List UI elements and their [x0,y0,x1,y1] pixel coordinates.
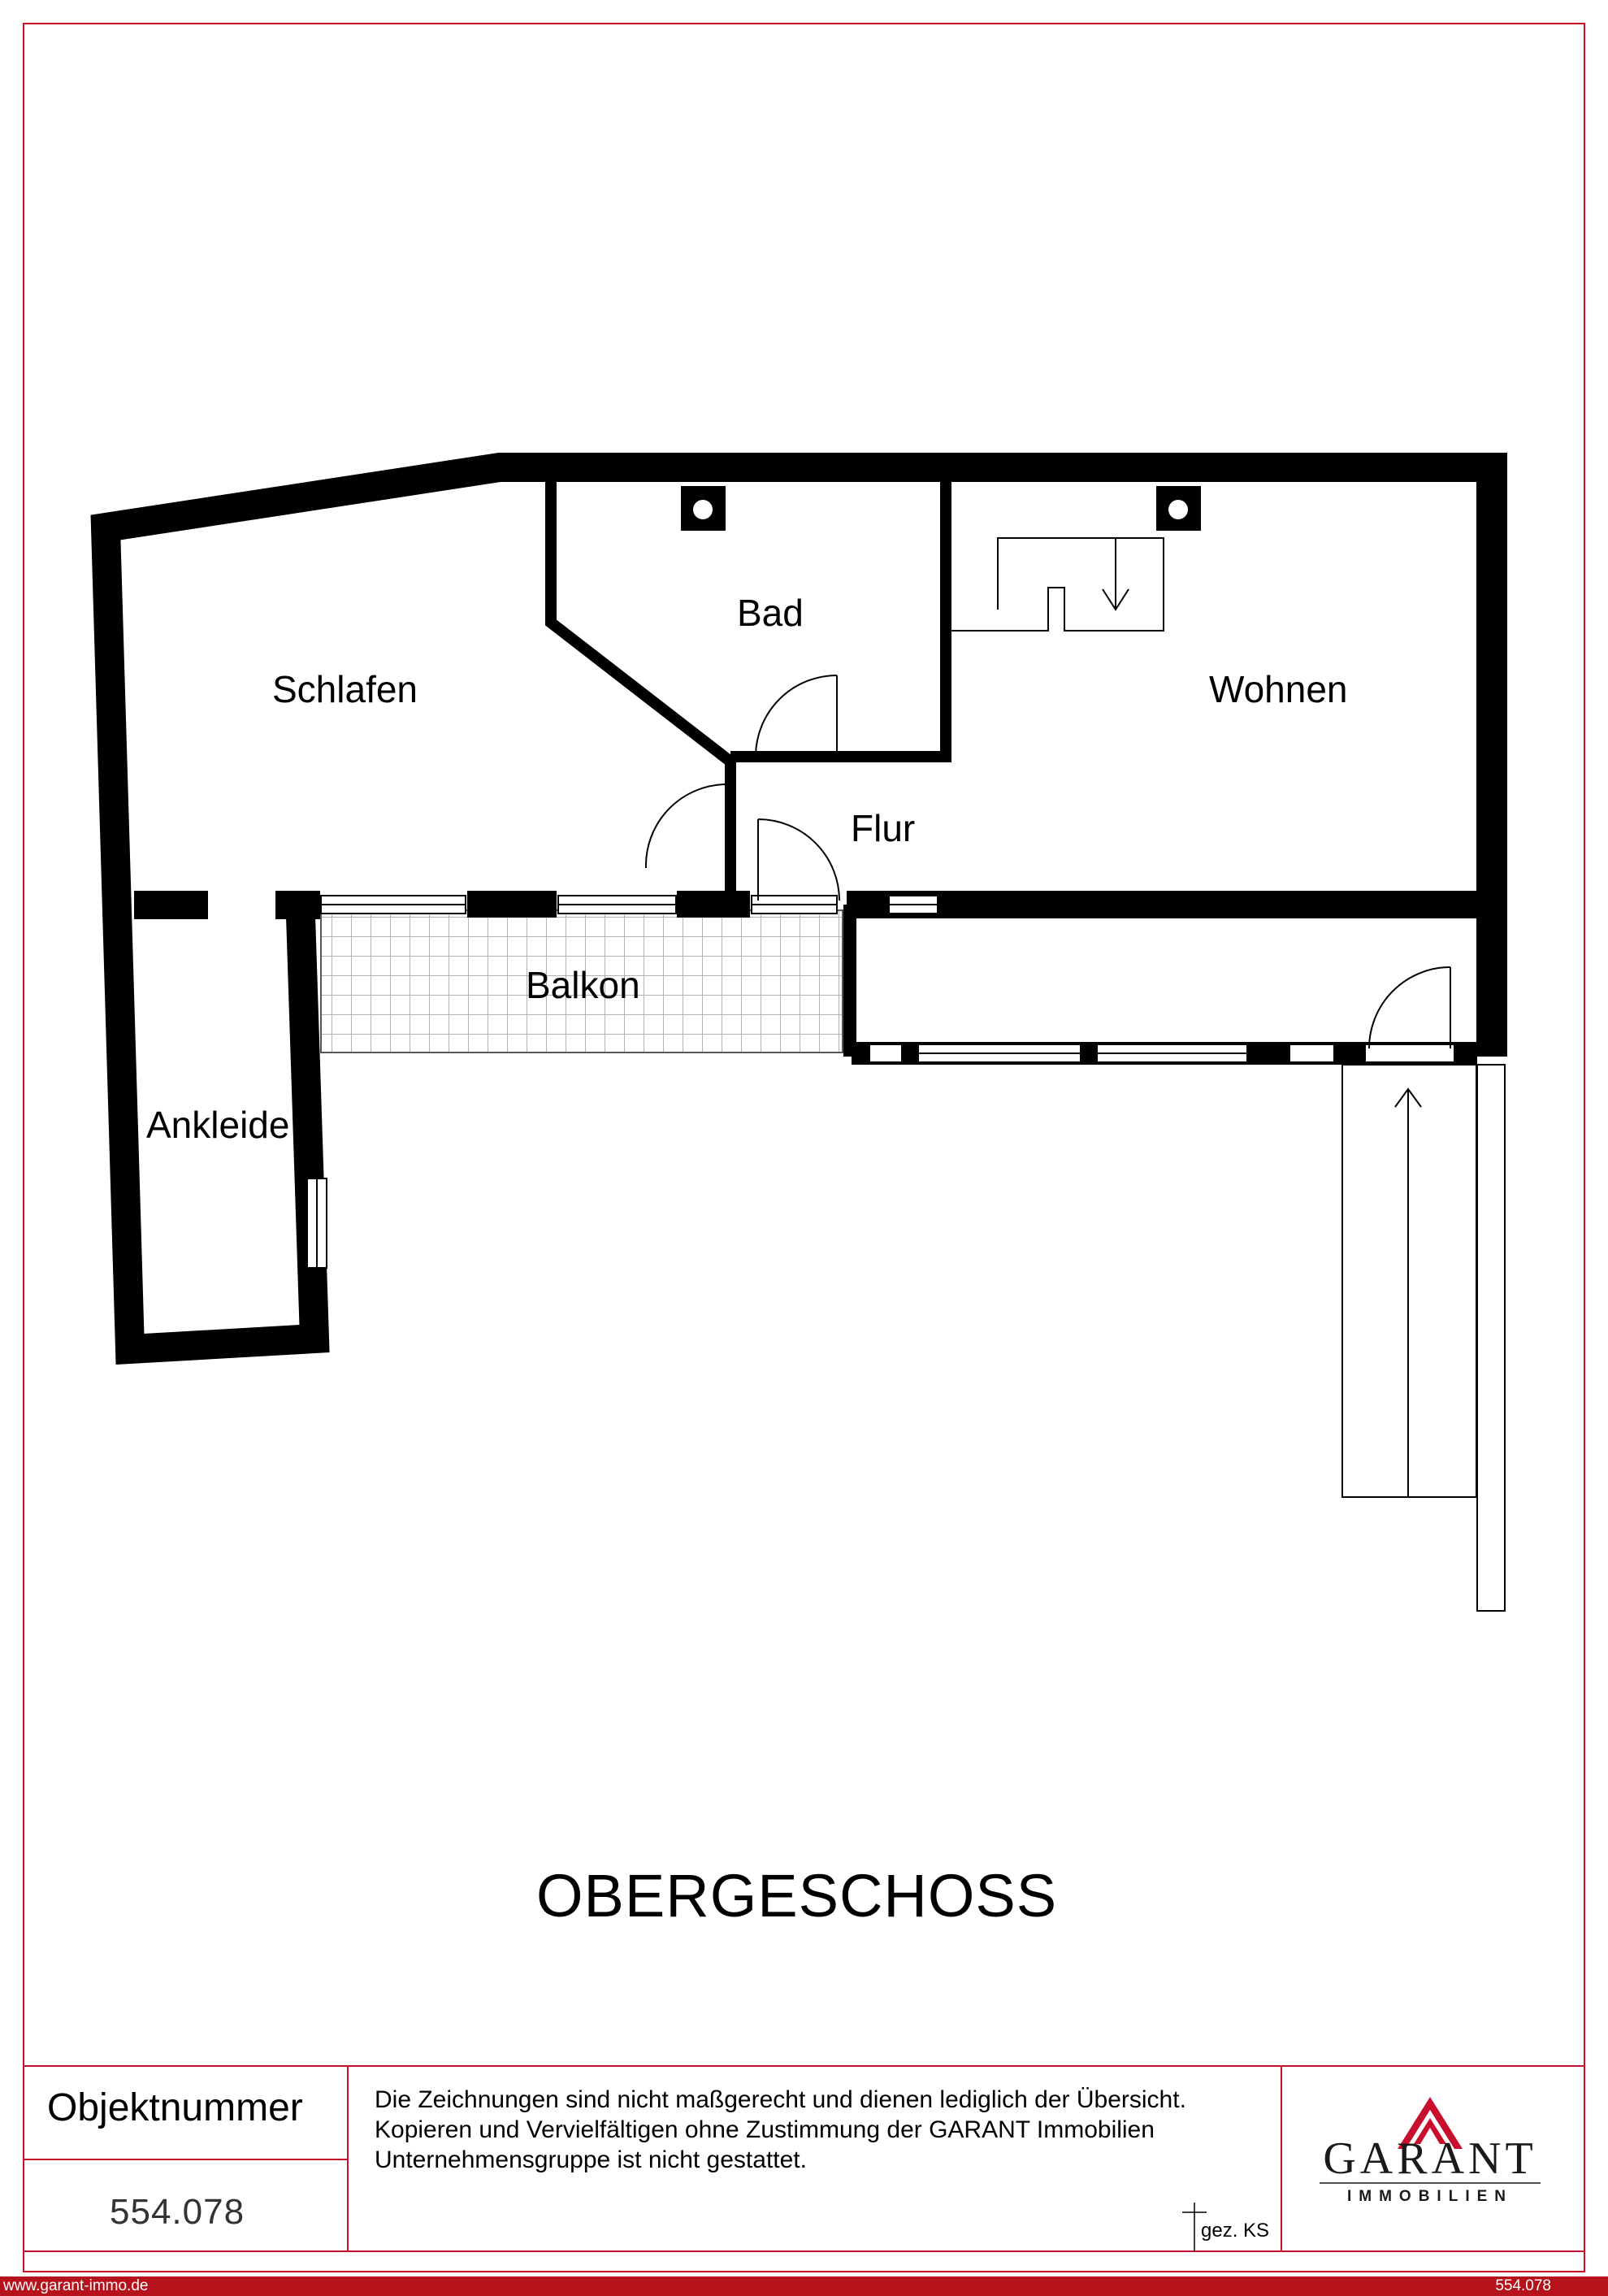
drawn-by-signature: gez. KS [1201,2220,1270,2242]
ankleide-wall [134,891,320,919]
doors [644,675,1451,1049]
footer-url[interactable]: www.garant-immo.de [3,2277,149,2294]
balcony-wall-pieces [467,891,1363,918]
room-label-flur: Flur [851,807,915,849]
interior-walls [545,475,951,1057]
chimney-shafts [681,486,1201,531]
disclaimer-line: Kopieren und Vervielfältigen ohne Zustim… [375,2116,1155,2143]
garant-logo: GARANT IMMOBILIEN [1320,2097,1541,2204]
floor-title: OBERGESCHOSS [536,1862,1057,1929]
logo-wordmark: GARANT [1323,2133,1536,2184]
staircase-lower [1341,1064,1506,1612]
balcony-tiles [320,909,843,1053]
staircase-upper [949,537,1164,632]
page-frame [23,23,1585,2272]
logo-subtitle: IMMOBILIEN [1347,2188,1513,2204]
signature-mark [1182,2203,1207,2251]
footer-object-number: 554.078 [1495,2277,1551,2294]
room-label-ankleide: Ankleide [146,1104,289,1146]
room-label-balkon: Balkon [526,964,640,1006]
disclaimer-line: Unternehmensgruppe ist nicht gestattet. [375,2146,807,2173]
object-number-label: Objektnummer [47,2086,303,2129]
room-label-wohnen: Wohnen [1209,668,1348,710]
footer-bar: www.garant-immo.de 554.078 [0,2276,1608,2296]
floor-plan: Schlafen Bad Wohnen Flur Balkon Ankleide… [90,453,1507,1929]
roof-logo-icon [1398,2097,1463,2149]
room-label-bad: Bad [737,592,804,634]
title-block-grid [24,2065,1584,2252]
object-number-value: 554.078 [110,2192,245,2232]
disclaimer-line: Die Zeichnungen sind nicht maßgerecht un… [375,2086,1186,2113]
room-label-schlafen: Schlafen [272,668,418,710]
disclaimer: Die Zeichnungen sind nicht maßgerecht un… [375,2085,1268,2175]
